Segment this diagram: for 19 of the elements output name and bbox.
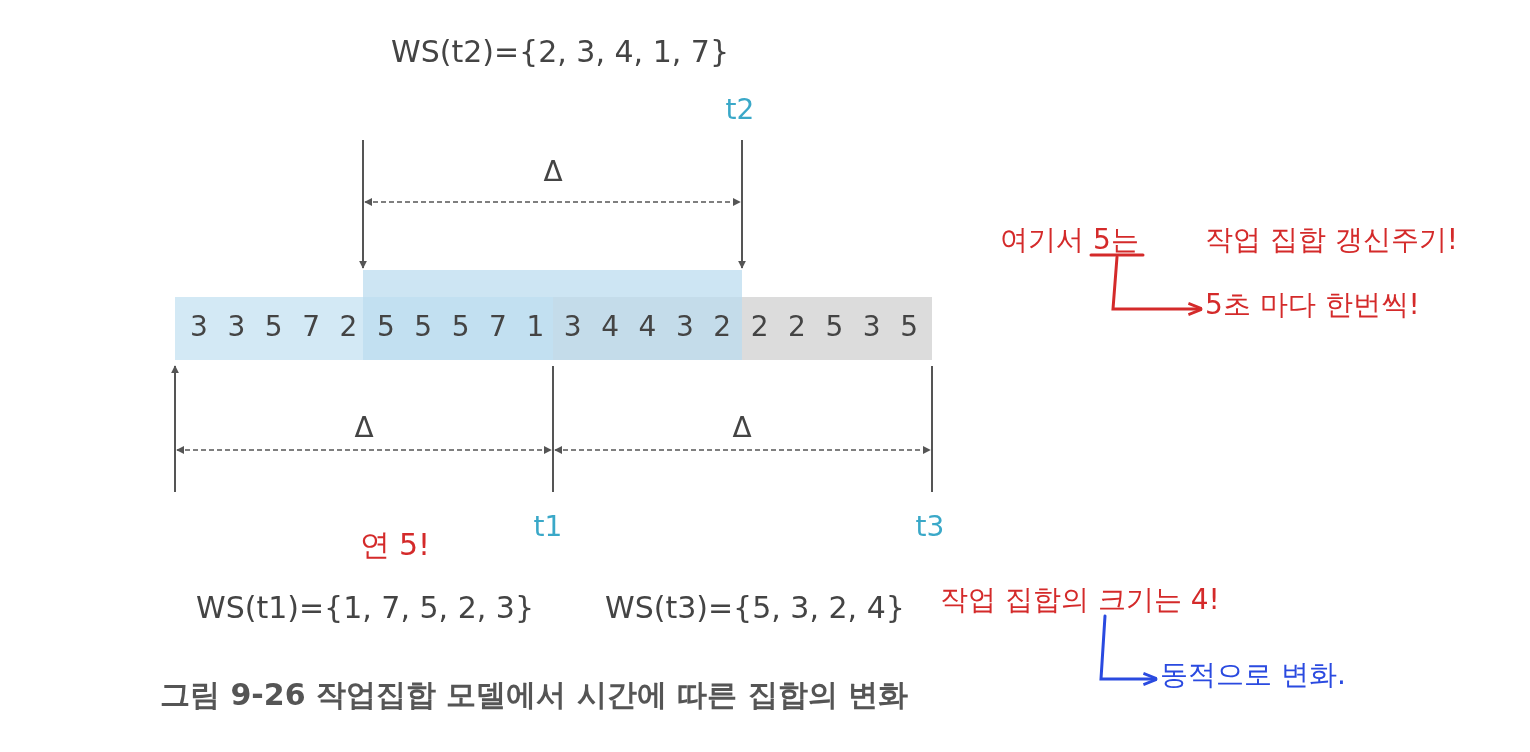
arrow [1111,255,1204,316]
time-label: t2 [725,96,755,124]
handwritten-note: 동적으로 변화. [1160,661,1346,689]
figure-caption: 그림 9-26 작업집합 모델에서 시간에 따른 집합의 변화 [160,680,909,710]
handwritten-note: 연 5! [359,530,431,560]
handwritten-note: 5초 마다 한번씩! [1205,291,1420,319]
time-label: t1 [533,513,563,541]
set-label: WS(t2)={2, 3, 4, 1, 7} [391,37,729,67]
arrow [1099,614,1159,686]
delta-label: Δ [732,414,752,442]
set-label: WS(t1)={1, 7, 5, 2, 3} [196,593,534,623]
set-label: WS(t3)={5, 3, 2, 4} [605,593,905,623]
reference-string: 3 3 5 7 2 5 5 5 7 1 3 4 4 3 2 2 2 5 3 5 [190,313,918,341]
handwritten-note: 작업 집합 갱신주기! [1205,226,1459,254]
delta-label: Δ [543,158,563,186]
delta-label: Δ [354,414,374,442]
handwritten-note: 여기서 5는 [1000,226,1139,254]
handwritten-note: 작업 집합의 크기는 4! [940,586,1220,614]
time-label: t3 [915,513,945,541]
